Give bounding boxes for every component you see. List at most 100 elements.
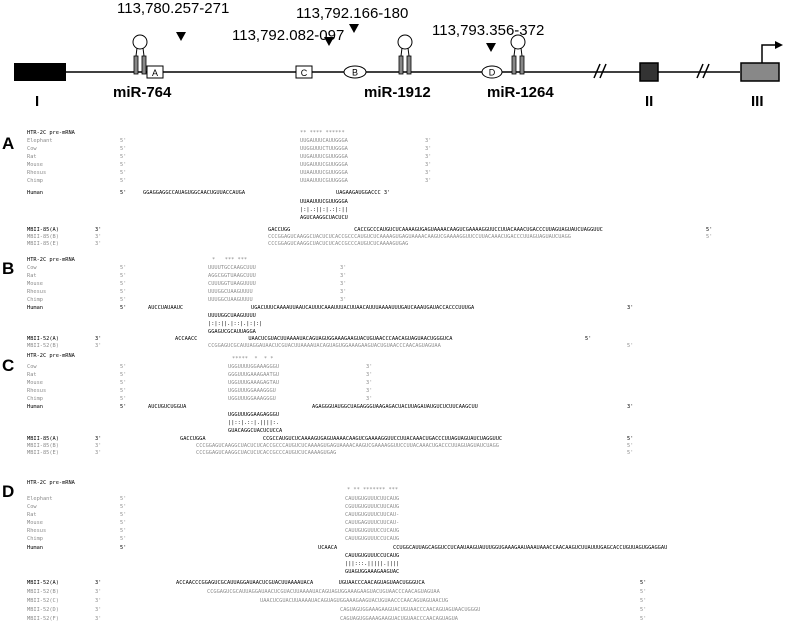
sequence-text: 5' <box>120 496 126 502</box>
sequence-text: UGGUUUUGGAAAGGGU <box>228 364 279 370</box>
sequence-text: Chimp <box>27 396 43 402</box>
sequence-text: 3' <box>95 443 101 449</box>
site-d <box>481 65 503 79</box>
sequence-text: 3' <box>366 396 372 402</box>
sequence-text: Human <box>27 404 43 410</box>
panel-letter: C <box>2 356 14 375</box>
pairing-bars: |:|.:||:|.:|:|| <box>300 207 348 213</box>
sequence-text: 5' <box>120 364 126 370</box>
mirna-label: miR-1264 <box>487 84 554 101</box>
sequence-text: MBII-85(E) <box>27 241 59 247</box>
mbii-row: MBII-52(D)3'CAGUAGUGGAAAGAAGUACUGUAACCCA… <box>27 607 646 613</box>
exon-3 <box>740 62 780 82</box>
sequence-text: MBII-52(B) <box>27 343 59 349</box>
mbii-row: MBII-85(B)3'CCCGGAGUCAAGGCUACUCUCACCGCCC… <box>27 443 633 449</box>
exon-2 <box>639 62 659 82</box>
sequence-text: CCCGGAGUCAAGGCUACUCUCACCGCCCAUGUCUCAAAAG… <box>196 450 336 456</box>
sequence-text: MBII-52(F) <box>27 616 59 622</box>
sequence-text: 3' <box>95 580 101 586</box>
sequence-text: GGGUUUGAAAGAATGU <box>228 372 279 378</box>
site-c-label: C <box>301 68 308 78</box>
sequence-text: 5' <box>640 589 646 595</box>
snorna-seed-seq: GUAGUGGAAAGAAGUAC <box>345 569 399 575</box>
sequence-text: 5' <box>706 227 712 233</box>
site-a-label: A <box>152 68 158 78</box>
sequence-text: GACCUGGA CCGCCAUGUCUCAAAAGUGAGUAAAACAAGU… <box>180 436 502 442</box>
mbii-row: MBII-52(C)3'UAACUCGUACUUAAAAUACAGUAGUGGA… <box>27 598 646 604</box>
sequence-text: UGGUUUGAAAGAGTAU <box>228 380 279 386</box>
sequence-text: 5' <box>627 450 633 456</box>
sequence-text: CCCGGAGUCAAGGCUACUCUCACCGCCCAUGUCUCAAAAG… <box>268 241 408 247</box>
sequence-text: MBII-52(A) <box>27 580 59 586</box>
sequence-text: 5' <box>627 443 633 449</box>
hairpin-mir-1264 <box>510 34 526 75</box>
sequence-text: 3' <box>95 436 101 442</box>
sequence-text: Rhesus <box>27 528 46 534</box>
sequence-text: 5' <box>120 281 126 287</box>
sequence-text: Mouse <box>27 162 43 168</box>
sequence-text: Mouse <box>27 520 43 526</box>
sequence-text: 5' <box>640 598 646 604</box>
sequence-text: 5' <box>120 138 126 144</box>
sequence-text: GGAGGAGGCCAUAGUGGCAACUGUUACCAUGA <box>143 190 246 196</box>
position-label: 113,780.257-271 <box>117 0 229 17</box>
sequence-text: CCCGGAGUCAAGGCUACUCUCACCGCCCAUGUCUCAAAAG… <box>268 234 571 240</box>
site-b <box>343 65 367 79</box>
sequence-text: Chimp <box>27 178 43 184</box>
sequence-text: 3' <box>366 380 372 386</box>
panel-d: D HTR-2C pre-mRNA * ** ******* *** Eleph… <box>2 480 667 622</box>
sequence-text: Rhesus <box>27 289 46 295</box>
sequence-text: 3' <box>425 178 431 184</box>
snorna-seed-seq: GGAGUCGCAUUAGGA <box>208 329 257 335</box>
panel-letter: D <box>2 482 14 501</box>
sequence-text: Rhesus <box>27 170 46 176</box>
sequence-text: 3' <box>627 305 633 311</box>
sequence-text: 5' <box>120 372 126 378</box>
conservation-stars: * *** *** <box>212 257 247 263</box>
sequence-text: 5' <box>120 545 126 551</box>
position-label: 113,793.356-372 <box>432 22 544 39</box>
mbii-row: MBII-52(B)3'CCGGAGUCGCAUUAGGAUAACUCGUACU… <box>27 343 633 349</box>
sequence-text: UCAACA <box>318 545 338 551</box>
sequence-text: 5' <box>120 504 126 510</box>
mirna-label: miR-764 <box>113 84 172 101</box>
sequence-text: MBII-52(D) <box>27 607 59 613</box>
sequence-text: AUCCUAUAAUC <box>148 305 183 311</box>
sequence-text: CAUUGUGUUUCUUCAUG <box>345 496 399 502</box>
gene-map: A C B D 113,780.257-271 113,792.082-097 … <box>14 0 783 110</box>
sequence-text: 5' <box>120 404 126 410</box>
sequence-text: Cow <box>27 146 37 152</box>
sequence-text: Mouse <box>27 380 43 386</box>
arrow-down-icon <box>324 37 334 46</box>
tss-arrow <box>761 44 778 63</box>
sequence-text: 3' <box>95 598 101 604</box>
human-seed-seq: CAUUGUGUUUCCUCAUG <box>345 553 399 559</box>
sequence-text: CAGUAGUGGAAAGAAGUACUGUAACCCAACAGUAGUAACU… <box>340 607 480 613</box>
sequence-text: 5' <box>120 146 126 152</box>
sequence-text: MBII-85(B) <box>27 234 59 240</box>
sequence-text: 3' <box>95 234 101 240</box>
panel-title: HTR-2C pre-mRNA <box>27 130 76 136</box>
sequence-text: UAGAAGAUGGACCC 3' <box>336 190 390 196</box>
panel-title: HTR-2C pre-mRNA <box>27 257 76 263</box>
sequence-text: CAUUGUGUUUCUUCAU- <box>345 512 399 518</box>
sequence-text: 5' <box>585 336 591 342</box>
sequence-text: 3' <box>425 146 431 152</box>
panel-letter: B <box>2 259 14 278</box>
sequence-text: UUUGGCUAAGUUUU <box>208 289 253 295</box>
sequence-text: UUUUTGCCAAGCUUU <box>208 265 256 271</box>
mbii-row: MBII-85(A)3'GACCUGGA CCGCCAUGUCUCAAAAGUG… <box>27 436 633 442</box>
